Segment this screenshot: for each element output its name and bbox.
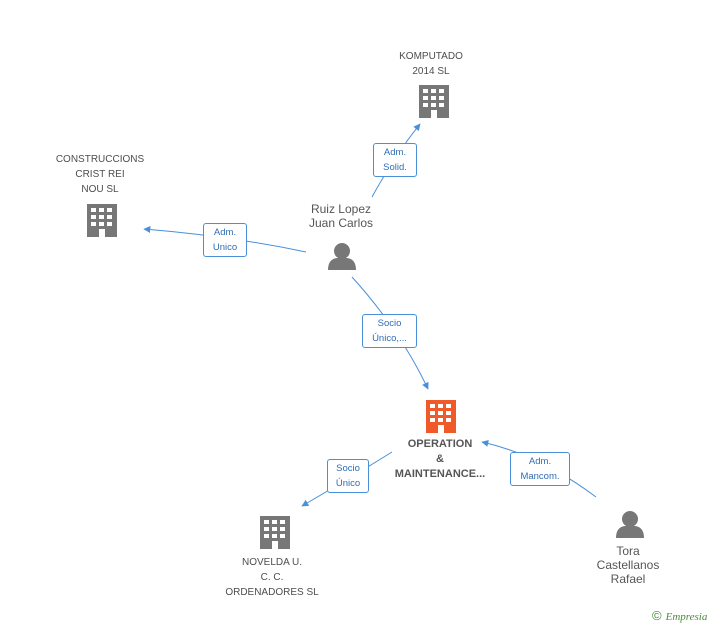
building-icon[interactable] [419, 85, 449, 118]
edge-tag-adm-mancom[interactable]: Adm. Mancom. [510, 452, 570, 486]
brand-name: Empresia [665, 611, 708, 623]
person-icon[interactable] [328, 243, 356, 270]
copyright-icon: © [652, 608, 662, 623]
focus-company-label[interactable]: OPERATION & MAINTENANCE... [394, 438, 486, 480]
person-icon[interactable] [616, 511, 644, 538]
brand-watermark: ©Empresia [652, 608, 707, 623]
focus-building-icon[interactable] [426, 400, 456, 433]
person-label-tora[interactable]: Tora Castellanos Rafael [596, 544, 660, 586]
edge-tag-adm-solid[interactable]: Adm. Solid. [373, 143, 417, 177]
edge-tag-socio-unico-trunc[interactable]: Socio Único,... [362, 314, 417, 348]
edge-tag-socio-unico[interactable]: Socio Único [327, 459, 369, 493]
building-icon[interactable] [87, 204, 117, 237]
building-icon[interactable] [260, 516, 290, 549]
company-label-komputado[interactable]: KOMPUTADO 2014 SL [399, 51, 463, 77]
company-label-construccions[interactable]: CONSTRUCCIONS CRIST REI NOU SL [55, 154, 145, 195]
person-label-ruiz[interactable]: Ruiz Lopez Juan Carlos [308, 202, 374, 230]
edge-tag-adm-unico[interactable]: Adm. Unico [203, 223, 247, 257]
company-label-novelda[interactable]: NOVELDA U. C. C. ORDENADORES SL [225, 557, 319, 598]
